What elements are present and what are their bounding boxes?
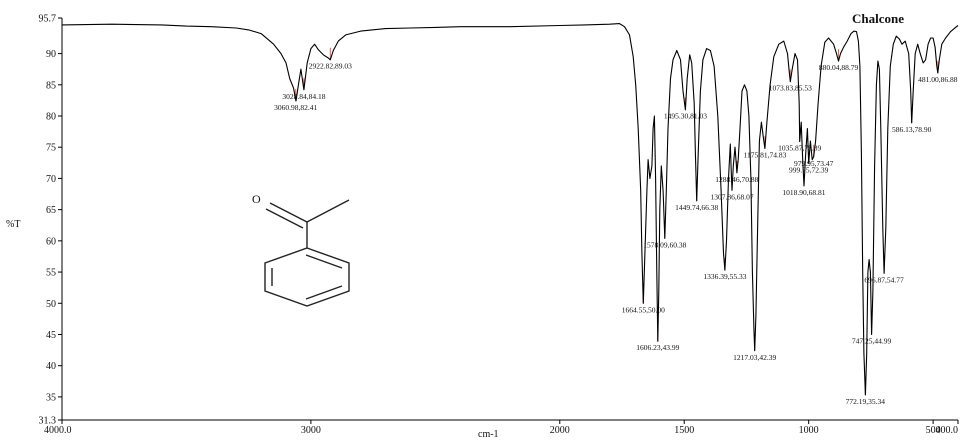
benzene-ring [264,247,350,307]
y-tick-label: 55 [46,268,56,279]
methyl-bond [306,199,350,223]
y-tick-label: 65 [46,205,56,216]
y-tick-label: 60 [46,236,56,247]
spectrum-series-line [61,23,959,396]
peak-label: 1495.30,81.03 [664,112,707,121]
x-tick-label: 1000 [799,425,819,436]
carbonyl-double-bond [269,202,308,223]
peak-label: 747.25,44.99 [852,337,892,346]
peak-label: 1175.81,74.83 [743,150,786,159]
peak-label: 1018.90,68.81 [782,188,825,197]
x-tick-label: 2000 [550,425,570,436]
y-axis-label: %T [6,219,20,230]
peak-label: 1606.23,43.99 [636,343,679,352]
y-tick-label: 75 [46,143,56,154]
x-axis-label: cm-1 [478,429,499,440]
y-axis-ticks: 95.7 90 85 80 75 70 65 60 55 50 45 40 35 31.3 [39,14,62,427]
x-tick-label: 400.0 [936,425,959,436]
y-tick-label: 31.3 [39,416,57,427]
peak-label: 2922.82,89.03 [309,62,352,71]
peak-label: 772.19,35.34 [846,397,886,406]
peak-labels: 3060.98,82.41 3028.84,84.18 2922.82,89.03 1… [274,62,958,406]
y-tick-label: 80 [46,112,56,123]
x-tick-label: 1500 [674,425,694,436]
peak-label: 999.75,72.39 [789,166,829,175]
peak-label: 1073.83,85.53 [769,83,812,92]
y-tick-label: 85 [46,80,56,91]
peak-label: 1336.39,55.33 [703,272,746,281]
peak-label: 1578.09,60.38 [643,240,686,249]
x-tick-label: 4000.0 [44,425,72,436]
peak-label: 1288.46,70.88 [715,175,758,184]
peak-markers [295,47,939,395]
ring-double-bond [305,254,343,269]
molecule-structure-drawing [264,199,350,307]
y-tick-label: 45 [46,330,56,341]
x-tick-label: 500 [926,425,941,436]
peak-label: 481.00,86.88 [918,75,958,84]
chart-title: Chalcone [852,11,904,26]
peak-label: 979.95,73.47 [794,159,834,168]
plot-frame [61,18,958,421]
peak-label: 3060.98,82.41 [274,103,317,112]
peak-label: 1307.86,68.07 [710,192,753,201]
y-tick-label: 50 [46,299,56,310]
y-tick-label: 35 [46,392,56,403]
oxygen-atom-label: O [252,192,261,206]
carbonyl-double-bond [265,208,304,229]
peak-label: 1664.55,50.00 [622,305,665,314]
y-tick-label: 95.7 [39,14,57,25]
peak-label: 1449.74,66.38 [675,203,718,212]
peak-label: 586.13,78.90 [892,125,932,134]
peak-label: 1035.87,75.89 [778,144,821,153]
ring-double-bond [305,285,343,300]
peak-label: 880.04,88.79 [819,63,859,72]
peak-label: 3028.84,84.18 [282,92,325,101]
peak-label: 696.87,54.77 [864,275,904,284]
x-tick-label: 3000 [301,425,321,436]
y-tick-label: 70 [46,174,56,185]
y-tick-label: 90 [46,49,56,60]
y-tick-label: 40 [46,361,56,372]
peak-label: 1217.03,42.39 [733,353,776,362]
